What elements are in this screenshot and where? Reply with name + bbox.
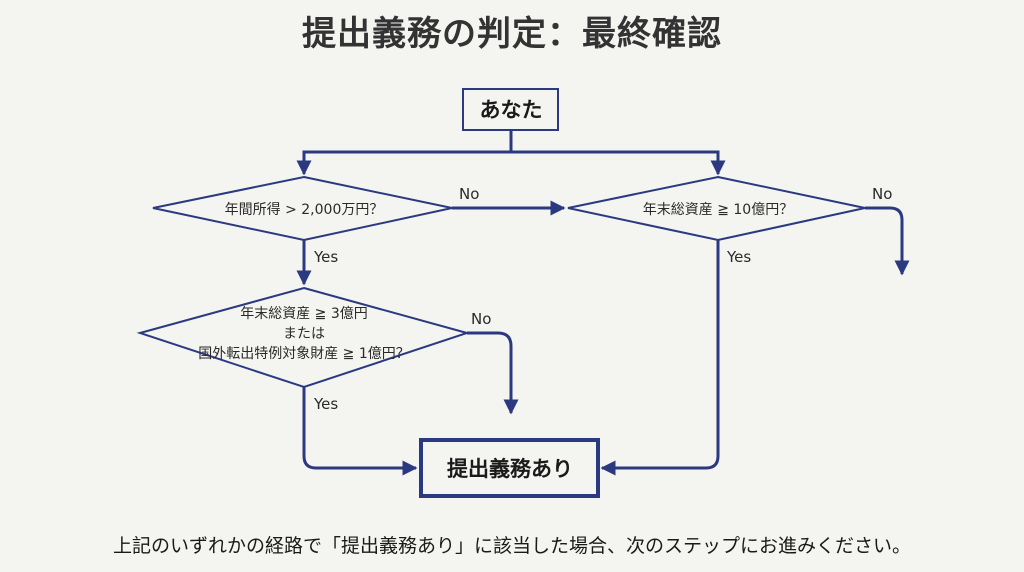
page-title: 提出義務の判定：最終確認 [302, 14, 722, 54]
edge-label-q2-yes: Yes [726, 248, 751, 266]
result-node [419, 438, 600, 498]
edge-split-to-q1 [296, 150, 511, 176]
edge-label-q3-no: No [471, 310, 491, 328]
start-node-label: あなた [480, 98, 543, 122]
result-node-label: 提出義務あり [447, 457, 573, 481]
edge-split-to-q2 [511, 150, 726, 176]
edge-label-q2-no: No [872, 185, 892, 203]
decision-q1-label: 年間所得 > 2,000万円？ [225, 201, 384, 218]
edge-label-q1-yes: Yes [313, 248, 338, 266]
decision-q3-label-line2: または [283, 326, 325, 342]
decision-q3-label-line1: 年末総資産 ≧ 3億円 [240, 306, 368, 322]
edge-q2-no [865, 206, 910, 276]
edge-label-q1-no: No [459, 185, 479, 203]
edge-q3-no [467, 331, 519, 415]
decision-q2-label: 年末総資産 ≧ 10億円？ [643, 202, 793, 218]
edge-q3-yes [302, 387, 418, 476]
edge-q2-yes [600, 240, 720, 476]
decision-q3-label-line3: 国外転出特例対象財産 ≧ 1億円？ [198, 346, 410, 362]
footer-instruction: 上記のいずれかの経路で「提出義務あり」に該当した場合、次のステップにお進みくださ… [112, 535, 911, 557]
edge-label-q3-yes: Yes [313, 395, 338, 413]
